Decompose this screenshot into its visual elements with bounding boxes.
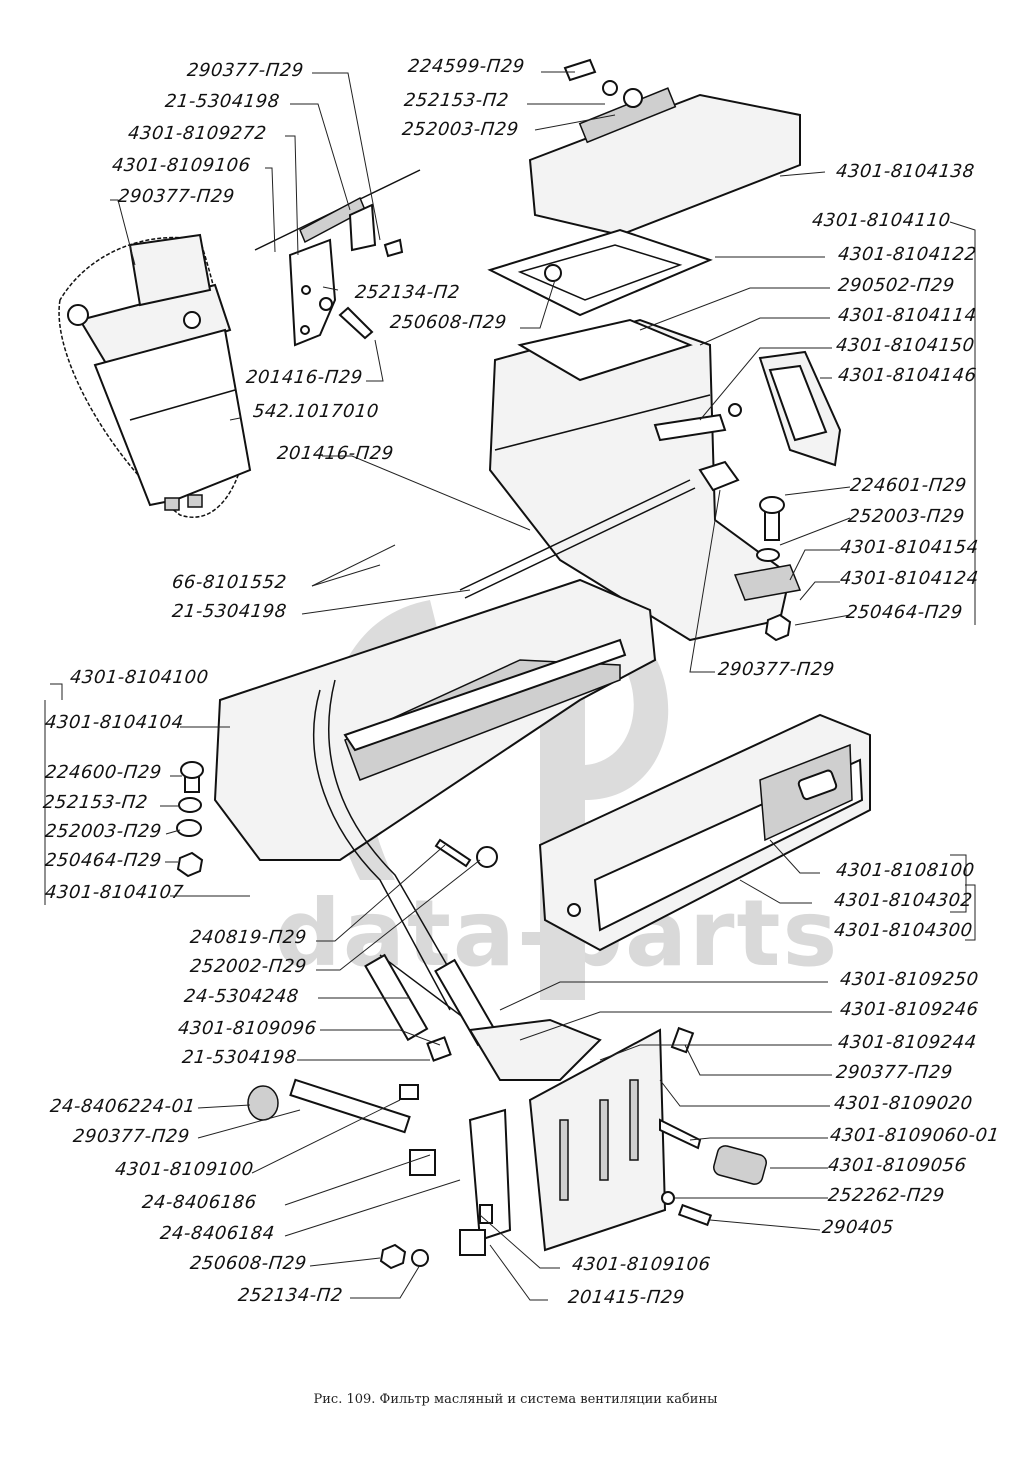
heater-box bbox=[538, 713, 871, 952]
part-label: 4301-8109056 bbox=[826, 1155, 968, 1176]
part-label: 4301-8104110 bbox=[810, 210, 952, 231]
control-rod bbox=[459, 479, 696, 599]
part-label: 252003-П29 bbox=[846, 506, 966, 527]
part-label: 542.1017010 bbox=[251, 401, 380, 422]
figure-caption: Рис. 109. Фильтр масляный и система вент… bbox=[313, 1392, 718, 1407]
part-label: 201416-П29 bbox=[275, 443, 395, 464]
part-label: 4301-8108100 bbox=[834, 860, 976, 881]
part-label: 4301-8104104 bbox=[43, 712, 185, 733]
part-label: 290405 bbox=[820, 1217, 895, 1238]
part-label: 252134-П2 bbox=[236, 1285, 344, 1306]
part-label: 252153-П2 bbox=[41, 792, 149, 813]
bracket-spring bbox=[254, 169, 421, 347]
air-duct bbox=[213, 578, 657, 1011]
part-label: 4301-8104100 bbox=[68, 667, 210, 688]
part-label: 66-8101552 bbox=[170, 572, 288, 593]
part-label: 24-8406224-01 bbox=[48, 1096, 197, 1117]
part-label: 24-5304248 bbox=[182, 986, 300, 1007]
part-label: 224601-П29 bbox=[848, 475, 968, 496]
part-label: 250608-П29 bbox=[388, 312, 508, 333]
control-panel bbox=[247, 953, 767, 1270]
part-label: 290502-П29 bbox=[836, 275, 956, 296]
part-label: 250464-П29 bbox=[43, 850, 163, 871]
part-label: 224600-П29 bbox=[43, 762, 163, 783]
part-label: 21-5304198 bbox=[180, 1047, 298, 1068]
part-label: 4301-8104114 bbox=[836, 305, 978, 326]
part-label: 4301-8104107 bbox=[43, 882, 185, 903]
part-label: 290377-П29 bbox=[71, 1126, 191, 1147]
part-label: 4301-8104146 bbox=[836, 365, 978, 386]
part-label: 224599-П29 bbox=[406, 56, 526, 77]
part-label: 250464-П29 bbox=[844, 602, 964, 623]
gasket bbox=[487, 228, 713, 317]
fasteners-left bbox=[176, 761, 498, 878]
part-label: 290377-П29 bbox=[116, 186, 236, 207]
top-cover bbox=[528, 58, 801, 237]
oil-filter bbox=[58, 233, 252, 518]
part-label: 252003-П29 bbox=[43, 821, 163, 842]
part-label: 4301-8104154 bbox=[838, 537, 980, 558]
part-label: 252153-П2 bbox=[402, 90, 510, 111]
part-label: 290377-П29 bbox=[185, 60, 305, 81]
part-label: 201415-П29 bbox=[566, 1287, 686, 1308]
fasteners-right bbox=[733, 496, 802, 642]
part-label: 4301-8109272 bbox=[126, 123, 268, 144]
part-label: 24-8406184 bbox=[158, 1223, 276, 1244]
part-label: 4301-8104150 bbox=[834, 335, 976, 356]
part-label: 290377-П29 bbox=[716, 659, 836, 680]
part-label: 290377-П29 bbox=[834, 1062, 954, 1083]
housing bbox=[488, 318, 792, 642]
part-label: 4301-8104122 bbox=[836, 244, 978, 265]
part-label: 4301-8109106 bbox=[570, 1254, 712, 1275]
leader-lines bbox=[44, 71, 976, 1301]
part-label: 252003-П29 bbox=[400, 119, 520, 140]
part-label: 4301-8109060-01 bbox=[828, 1125, 1001, 1146]
part-label: 4301-8109100 bbox=[113, 1159, 255, 1180]
part-label: 4301-8104138 bbox=[834, 161, 976, 182]
part-label: 4301-8104124 bbox=[838, 568, 980, 589]
part-label: 4301-8109244 bbox=[836, 1032, 978, 1053]
inspection-plate bbox=[758, 350, 842, 467]
part-label: 4301-8109096 bbox=[176, 1018, 318, 1039]
part-label: 4301-8109020 bbox=[832, 1093, 974, 1114]
part-label: 252262-П29 bbox=[826, 1185, 946, 1206]
part-label: 4301-8104302 bbox=[832, 890, 974, 911]
lever bbox=[653, 403, 742, 492]
part-label: 240819-П29 bbox=[188, 927, 308, 948]
part-label: 21-5304198 bbox=[170, 601, 288, 622]
part-label: 201416-П29 bbox=[244, 367, 364, 388]
part-label: 24-8406186 bbox=[140, 1192, 258, 1213]
part-label: 252134-П2 bbox=[353, 282, 461, 303]
part-label: 4301-8109106 bbox=[110, 155, 252, 176]
part-label: 252002-П29 bbox=[188, 956, 308, 977]
part-label: 250608-П29 bbox=[188, 1253, 308, 1274]
part-label: 4301-8109250 bbox=[838, 969, 980, 990]
part-label: 4301-8109246 bbox=[838, 999, 980, 1020]
part-label: 4301-8104300 bbox=[832, 920, 974, 941]
part-label: 21-5304198 bbox=[163, 91, 281, 112]
